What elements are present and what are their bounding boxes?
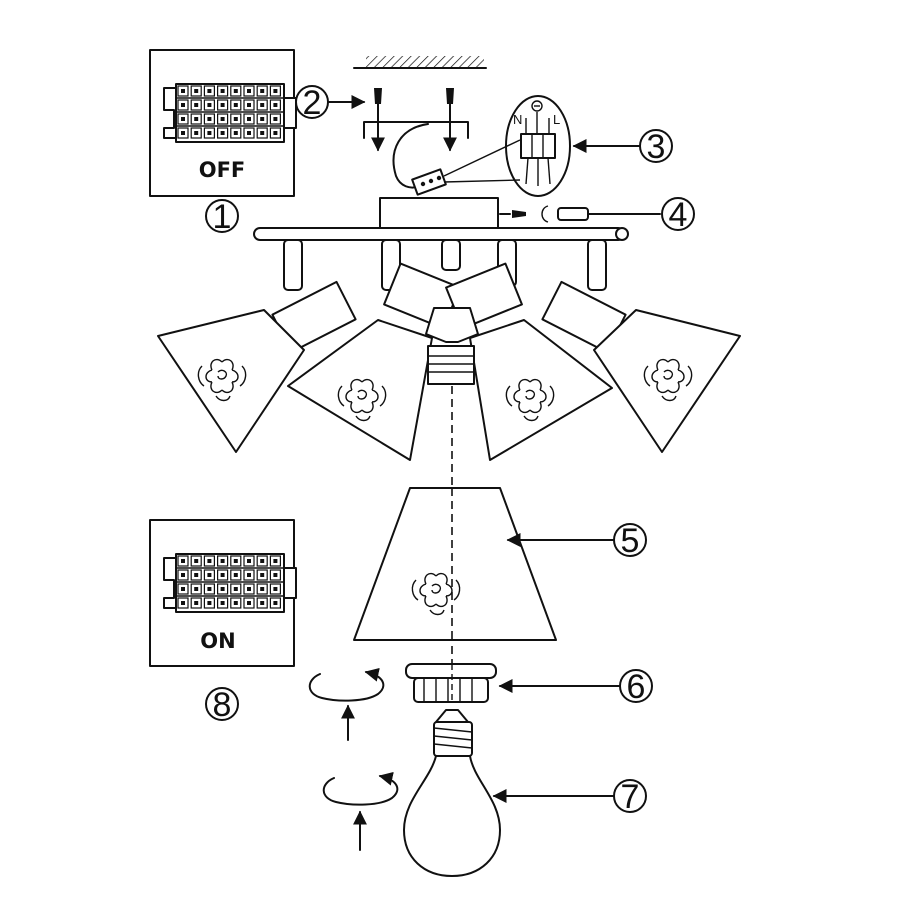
off-label: OFF — [199, 158, 246, 182]
rotate-clockwise-icon — [308, 667, 385, 741]
spotlight-1 — [157, 280, 357, 453]
on-label: ON — [200, 629, 235, 653]
svg-text:8: 8 — [213, 686, 232, 724]
spotlight-bar — [253, 227, 629, 241]
terminal-zoom: N L — [505, 95, 571, 197]
callout-2: 2 — [295, 84, 366, 122]
svg-text:2: 2 — [303, 84, 322, 122]
ceiling — [353, 56, 487, 69]
ring-nut — [405, 663, 497, 703]
svg-text:L: L — [553, 112, 560, 127]
callout-1: 1 — [205, 198, 239, 236]
svg-text:6: 6 — [627, 668, 646, 706]
svg-text:1: 1 — [213, 198, 232, 236]
mounting-bracket — [363, 88, 469, 189]
lamp-shade — [353, 487, 557, 641]
svg-text:7: 7 — [621, 778, 640, 816]
svg-text:4: 4 — [669, 196, 688, 234]
wire-connector — [411, 139, 521, 196]
terminal-block-off — [163, 83, 297, 143]
spotlight-4 — [541, 280, 741, 453]
ground-symbol-icon — [531, 100, 543, 112]
callout-7: 7 — [492, 778, 647, 816]
callout-8: 8 — [205, 686, 239, 724]
callout-3: 3 — [572, 128, 673, 166]
switch-box-on: ON — [149, 519, 297, 667]
svg-text:N: N — [513, 112, 522, 127]
rotate-clockwise-icon — [322, 771, 399, 851]
svg-text:5: 5 — [621, 522, 640, 560]
callout-6: 6 — [498, 668, 653, 706]
callout-5: 5 — [506, 522, 647, 560]
callout-4: 4 — [661, 196, 695, 234]
terminal-block-on — [163, 553, 297, 613]
svg-text:3: 3 — [647, 128, 666, 166]
switch-box-off: OFF — [149, 49, 297, 197]
lamp-socket — [425, 307, 479, 385]
ceiling-canopy — [379, 197, 499, 229]
light-bulb — [403, 709, 501, 877]
fixing-screw — [499, 205, 661, 223]
